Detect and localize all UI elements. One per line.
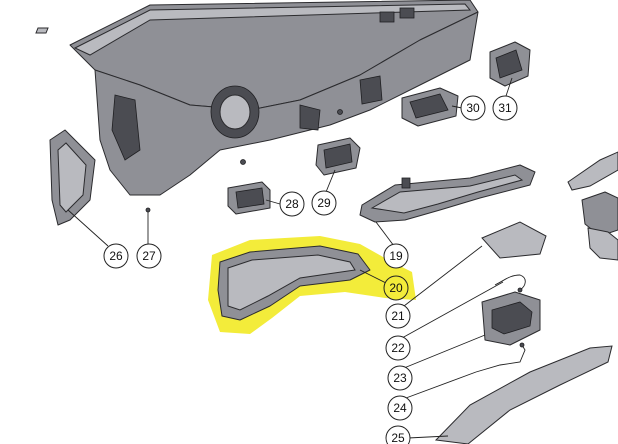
callout-26: 26 [103, 243, 129, 269]
callout-22: 22 [385, 335, 411, 361]
callout-label: 22 [391, 341, 405, 355]
bracket-part-19 [359, 164, 536, 223]
callout-21: 21 [385, 303, 411, 329]
callout-20: 20 [383, 275, 409, 301]
callout-label: 24 [393, 401, 407, 415]
trim-part-25 [434, 345, 613, 444]
callout-24: 24 [387, 395, 413, 421]
callout-label: 27 [142, 249, 156, 263]
callout-25: 25 [385, 425, 411, 444]
right-edge-parts [567, 151, 618, 261]
switch-housing-part-23 [481, 291, 541, 346]
callout-label: 19 [389, 249, 403, 263]
side-panel-part [49, 129, 96, 226]
vent-part-31 [489, 41, 531, 87]
callout-label: 25 [391, 431, 405, 444]
callout-27: 27 [136, 243, 162, 269]
callout-label: 20 [389, 281, 403, 295]
callout-28: 28 [279, 191, 305, 217]
callout-label: 30 [466, 101, 480, 115]
vent-part-30 [401, 87, 459, 127]
vent-part-29 [315, 137, 361, 176]
callout-30: 30 [460, 95, 486, 121]
callout-23: 23 [387, 365, 413, 391]
pad-part-21 [481, 221, 547, 259]
highlighted-bracket-part-20 [208, 236, 416, 334]
callout-31: 31 [492, 95, 518, 121]
callout-label: 28 [285, 197, 299, 211]
dashboard-frame [35, 0, 479, 196]
cable-part-24 [475, 342, 526, 373]
cable-part-22 [494, 274, 526, 293]
callout-19: 19 [383, 243, 409, 269]
callout-label: 29 [317, 196, 331, 210]
callout-label: 23 [393, 371, 407, 385]
callout-label: 21 [391, 309, 405, 323]
vent-part-28 [227, 181, 271, 215]
callout-label: 31 [498, 101, 512, 115]
leader-lines [67, 77, 513, 439]
callout-label: 26 [109, 249, 123, 263]
pin-part [145, 207, 151, 222]
callout-29: 29 [311, 190, 337, 216]
